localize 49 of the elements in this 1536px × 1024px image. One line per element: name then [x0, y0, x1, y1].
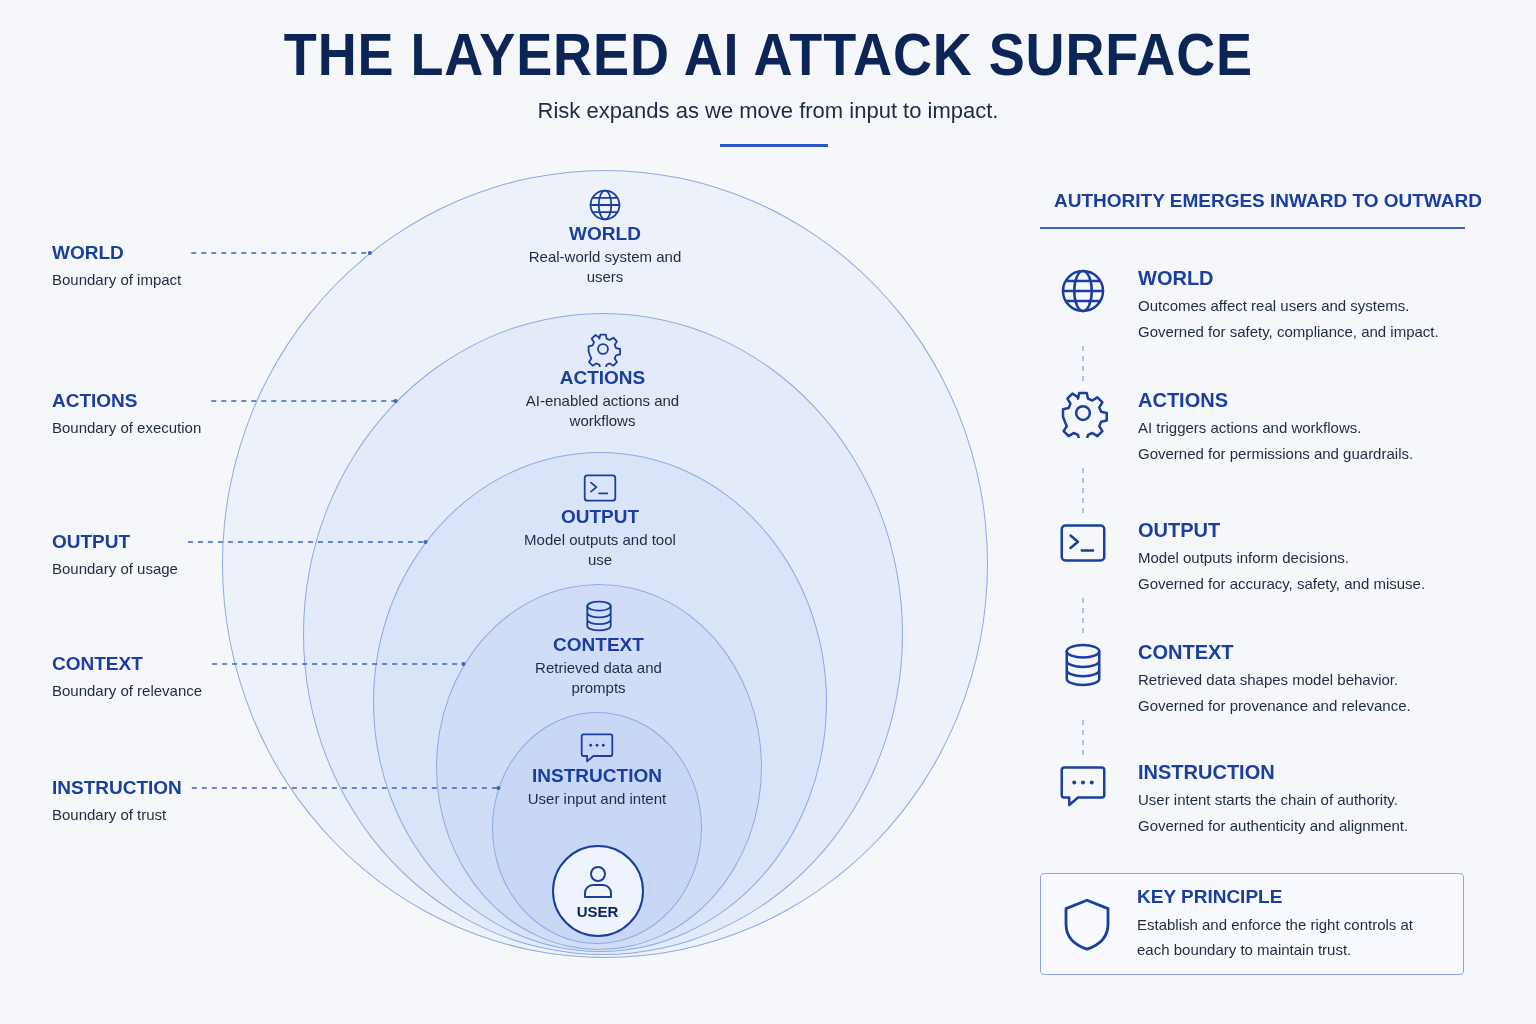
layer-description: AI triggers actions and workflows. [1138, 418, 1362, 438]
subtitle: Risk expands as we move from input to impact. [537, 98, 999, 123]
boundary-title: INSTRUCTION [52, 777, 182, 799]
boundary-description: Boundary of relevance [52, 681, 203, 701]
layer-title: ACTIONS [559, 366, 646, 389]
leader-line [191, 785, 501, 791]
leader-line [190, 250, 372, 256]
layer-description: AI-enabled actions and workflows [524, 390, 681, 431]
leader-line [211, 661, 466, 667]
layer-description: Retrieved data and prompts [534, 657, 663, 698]
layer-description: Retrieved data shapes model behavior. [1138, 670, 1399, 690]
boundary-title: CONTEXT [52, 653, 143, 675]
leader-line [210, 398, 398, 404]
section-heading: AUTHORITY EMERGES INWARD TO OUTWARD [1054, 190, 1482, 212]
layer-title: INSTRUCTION [1138, 760, 1275, 784]
layer-description: Outcomes affect real users and systems. [1138, 296, 1410, 316]
boundary-description: Boundary of execution [52, 418, 202, 438]
layer-title: OUTPUT [1138, 518, 1221, 542]
layer-title: ACTIONS [1138, 388, 1228, 412]
principle-title: KEY PRINCIPLE [1137, 886, 1284, 908]
boundary-description: Boundary of trust [52, 805, 167, 825]
layer-title: CONTEXT [553, 633, 644, 656]
leader-line [187, 539, 428, 545]
connector-line [1082, 719, 1084, 757]
layer-title: CONTEXT [1138, 640, 1234, 664]
layer-description: Governed for provenance and relevance. [1138, 696, 1411, 716]
boundary-title: OUTPUT [52, 531, 131, 553]
layer-description: User intent starts the chain of authority. [1138, 790, 1398, 810]
layer-description: Governed for safety, compliance, and impact. [1138, 322, 1439, 342]
layer-description: Real-world system and users [527, 247, 683, 287]
layer-title: WORLD [569, 223, 641, 245]
diagram-title: THE LAYERED AI ATTACK SURFACE [283, 20, 1253, 89]
layer-description: Model outputs and tool use [523, 530, 677, 570]
layer-description: Governed for authenticity and alignment. [1138, 816, 1409, 836]
layer-description: Governed for accuracy, safety, and misuse. [1138, 574, 1426, 594]
layer-description: User input and intent [527, 789, 667, 809]
principle-card [1040, 873, 1464, 975]
layer-description: Governed for permissions and guardrails. [1138, 444, 1414, 464]
boundary-description: Boundary of impact [52, 270, 182, 290]
principle-text: Establish and enforce the right controls at each boundary to maintain trust. [1137, 915, 1414, 960]
boundary-description: Boundary of usage [52, 559, 178, 579]
layer-title: OUTPUT [560, 506, 640, 528]
boundary-title: WORLD [52, 242, 124, 264]
layer-description: Model outputs inform decisions. [1138, 548, 1349, 568]
connector-line [1082, 467, 1084, 515]
layer-title: INSTRUCTION [532, 765, 662, 787]
layer-title: WORLD [1138, 266, 1214, 290]
user-label: USER [576, 903, 619, 920]
boundary-title: ACTIONS [52, 390, 138, 412]
